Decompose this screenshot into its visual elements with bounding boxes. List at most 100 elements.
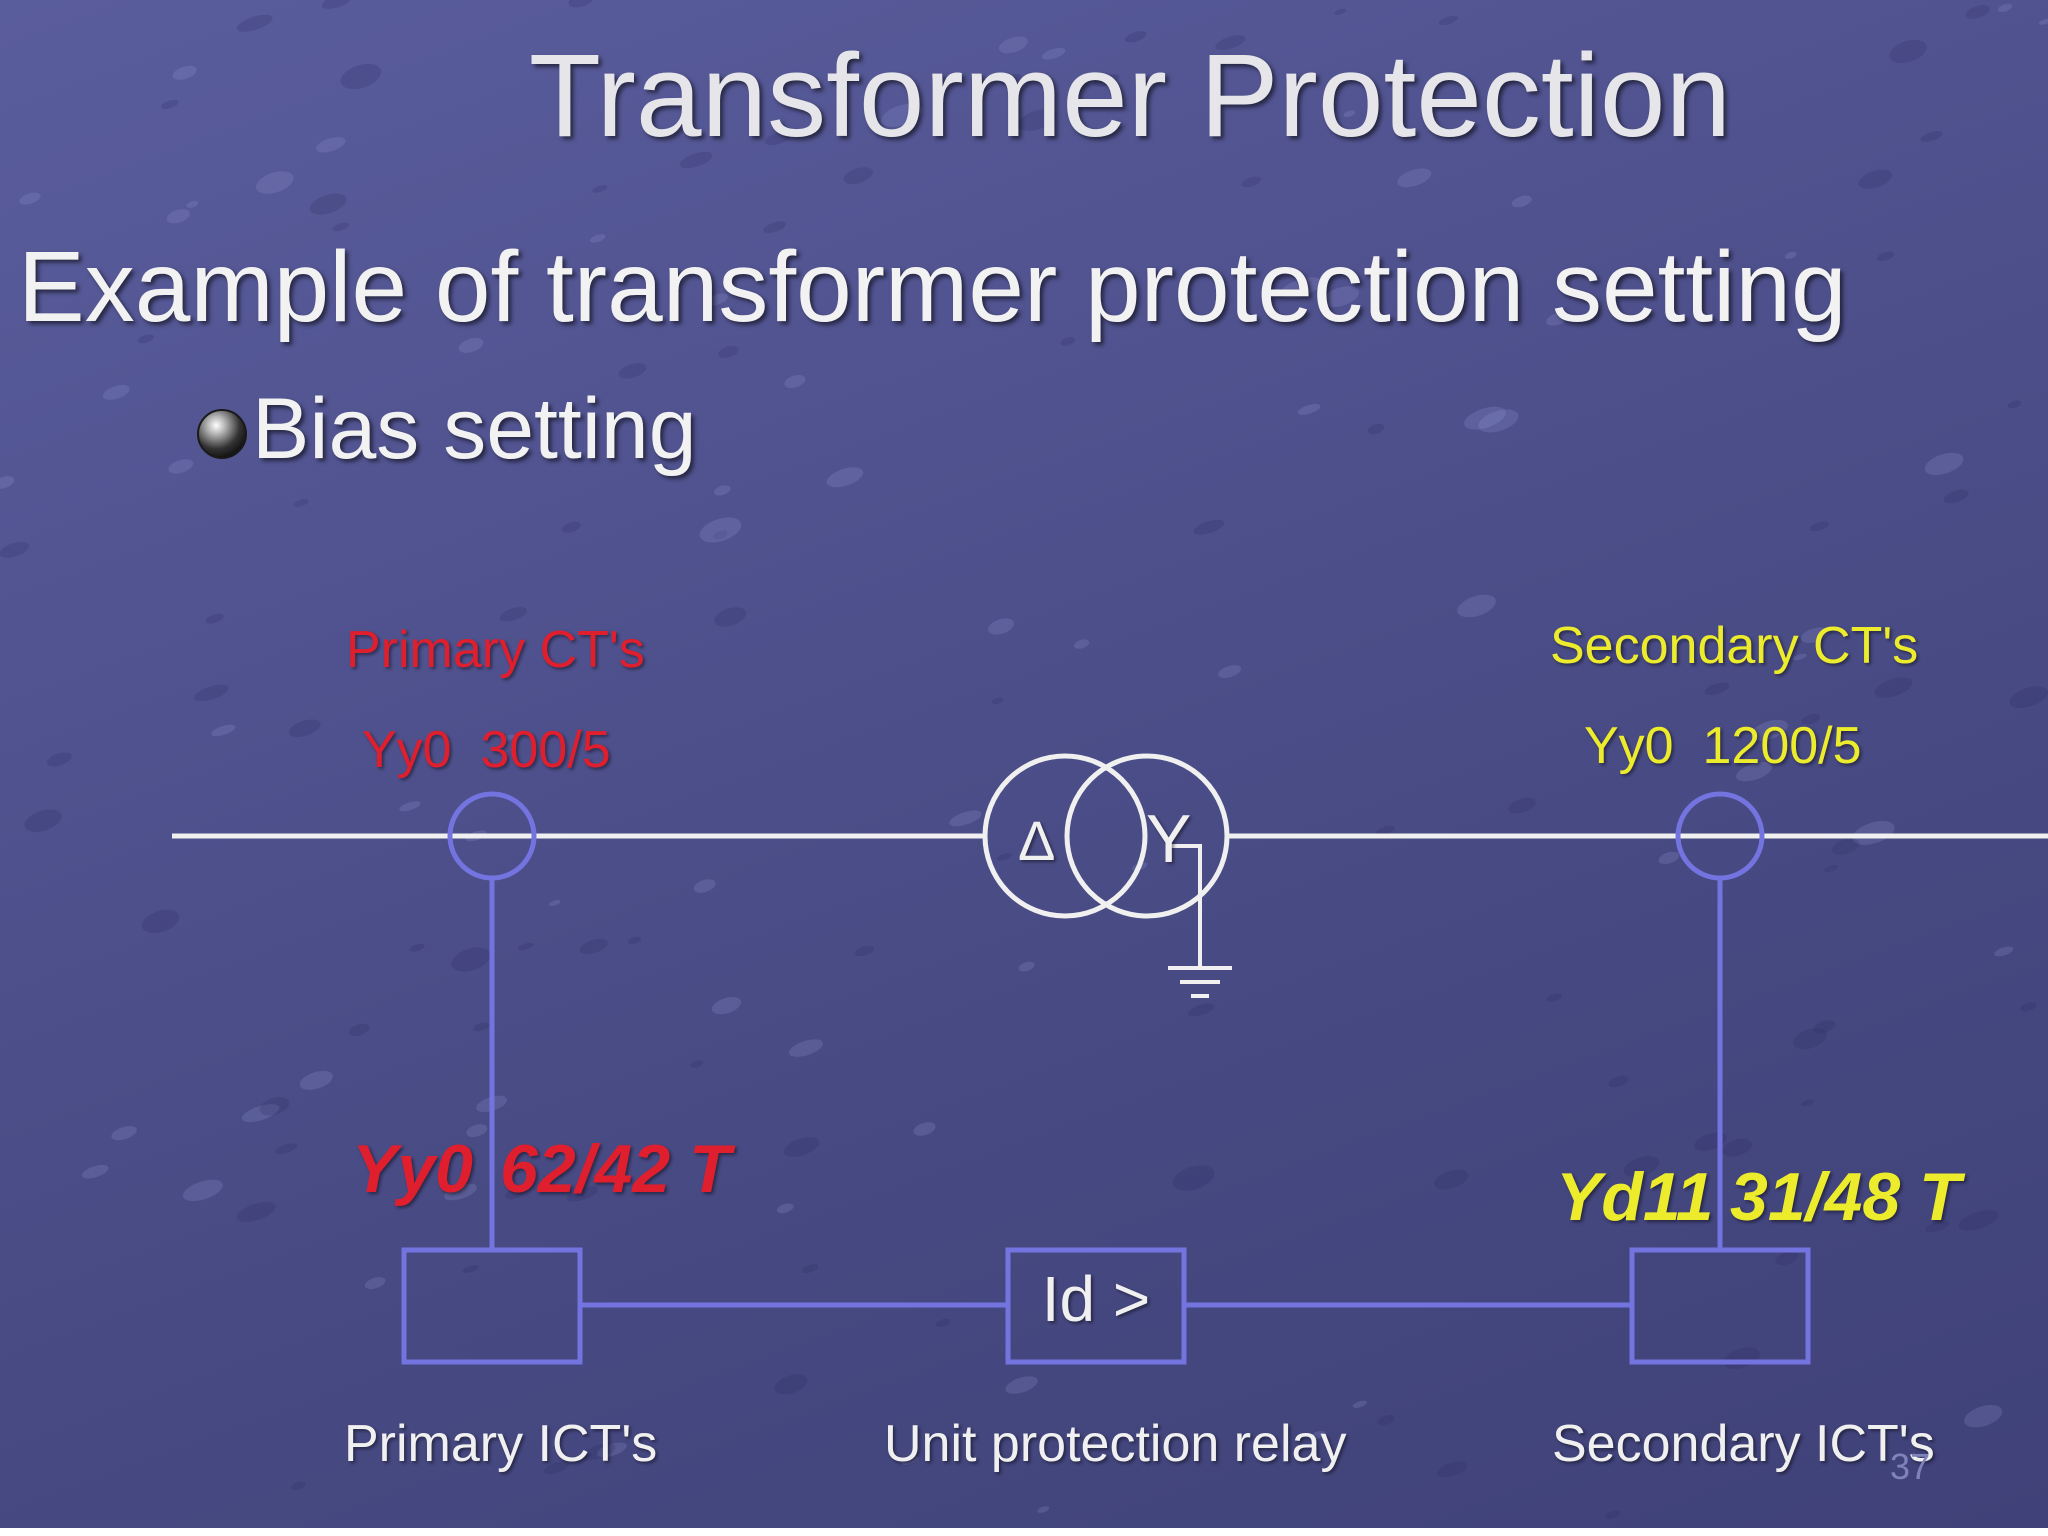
slide-title: Transformer Protection bbox=[528, 30, 1732, 162]
bullet-text: Bias setting bbox=[252, 381, 697, 477]
background-dot bbox=[137, 334, 154, 344]
background-dot bbox=[843, 167, 874, 185]
background-dot bbox=[706, 293, 729, 306]
background-dot bbox=[1073, 639, 1090, 649]
background-dot bbox=[714, 607, 747, 627]
background-dot bbox=[618, 363, 647, 379]
background-dot bbox=[1812, 1020, 1836, 1034]
background-dot bbox=[1943, 489, 1969, 504]
background-dot bbox=[182, 1179, 223, 1202]
background-dot bbox=[1005, 1376, 1038, 1394]
background-dot bbox=[1997, 3, 2013, 13]
background-dot bbox=[764, 131, 793, 146]
background-dot bbox=[1334, 8, 1347, 15]
background-dot bbox=[690, 1060, 703, 1068]
background-dot bbox=[1722, 1138, 1752, 1157]
background-dot bbox=[274, 1143, 298, 1154]
background-dot bbox=[1187, 1003, 1215, 1017]
background-dot bbox=[102, 384, 130, 400]
background-dot bbox=[1172, 1165, 1215, 1191]
background-dot bbox=[0, 476, 15, 489]
secondary-ct-title: Secondary CT's bbox=[1550, 617, 1919, 675]
background-dot bbox=[1920, 131, 1943, 142]
background-dot bbox=[1852, 820, 1895, 845]
delta-winding-label: Δ bbox=[1018, 809, 1056, 872]
background-dot bbox=[544, 1461, 570, 1474]
background-dot bbox=[998, 36, 1028, 54]
background-dot bbox=[141, 909, 180, 934]
background-dot bbox=[451, 947, 491, 972]
background-dot bbox=[826, 467, 864, 488]
transformer-primary-winding bbox=[982, 753, 1148, 919]
background-dot bbox=[1438, 15, 1458, 26]
background-dot bbox=[987, 618, 1015, 635]
background-dot bbox=[340, 63, 382, 90]
wye-winding-label: Y bbox=[1146, 801, 1192, 877]
background-dot bbox=[783, 1137, 820, 1157]
background-dot bbox=[562, 521, 581, 533]
background-dot bbox=[473, 1022, 490, 1032]
secondary-ict-vector-group: Yd11 bbox=[1556, 1159, 1714, 1235]
background-dot bbox=[1508, 797, 1536, 814]
neutral-connection bbox=[1170, 844, 1202, 966]
background-dot bbox=[1793, 653, 1807, 661]
background-dot bbox=[1658, 851, 1680, 865]
background-dot bbox=[462, 1265, 480, 1274]
background-dot bbox=[315, 137, 346, 153]
background-dot bbox=[259, 1096, 290, 1116]
background-dot bbox=[166, 209, 190, 224]
background-dot bbox=[763, 221, 786, 233]
background-dot bbox=[1751, 719, 1788, 741]
background-dot bbox=[168, 459, 194, 474]
background-dot bbox=[2007, 400, 2022, 409]
secondary-ict-label: Secondary ICT's bbox=[1552, 1415, 1935, 1473]
background-dot bbox=[1964, 1404, 2003, 1428]
background-dot bbox=[1925, 1220, 1950, 1233]
background-dot bbox=[2038, 18, 2048, 25]
background-dot bbox=[161, 100, 179, 109]
background-dot bbox=[211, 724, 236, 737]
primary-ict-box bbox=[401, 1247, 583, 1365]
background-dot bbox=[1924, 452, 1964, 476]
background-dot bbox=[236, 1201, 276, 1223]
background-dot bbox=[1775, 1251, 1799, 1266]
background-dot bbox=[776, 1203, 794, 1214]
background-dot bbox=[236, 14, 273, 32]
background-dot bbox=[1017, 109, 1057, 131]
secondary-ict-box bbox=[1629, 1247, 1811, 1365]
background-dot bbox=[466, 1124, 488, 1138]
transformer-secondary-winding bbox=[1064, 753, 1230, 919]
background-dot bbox=[1060, 337, 1076, 346]
background-dot bbox=[1793, 1028, 1828, 1050]
background-dot bbox=[172, 65, 197, 80]
background-dot bbox=[1800, 1099, 1814, 1107]
background-dot bbox=[194, 684, 229, 702]
background-dot bbox=[241, 1104, 280, 1123]
background-dot bbox=[1457, 594, 1496, 618]
background-dot bbox=[24, 809, 62, 832]
background-dot bbox=[996, 853, 1012, 861]
background-dot bbox=[309, 193, 347, 215]
relay-label: Unit protection relay bbox=[884, 1415, 1347, 1473]
background-dot bbox=[46, 752, 72, 767]
background-dot bbox=[913, 1122, 936, 1136]
secondary-ict-ratio: 31/48 T bbox=[1730, 1159, 1961, 1235]
background-dot bbox=[589, 234, 606, 243]
background-dot bbox=[1800, 627, 1828, 643]
primary-ict-vector-group: Yy0 bbox=[352, 1131, 473, 1207]
background-dot bbox=[1511, 195, 1532, 208]
background-dot bbox=[1546, 993, 1563, 1002]
background-dot bbox=[332, 222, 349, 232]
background-dot bbox=[1784, 251, 1797, 259]
background-dot bbox=[679, 151, 713, 169]
background-dot bbox=[1736, 762, 1773, 782]
background-dot bbox=[1093, 74, 1120, 87]
background-dot bbox=[1546, 312, 1569, 326]
background-dot bbox=[288, 719, 321, 738]
primary-ict-label: Primary ICT's bbox=[344, 1415, 658, 1473]
background-dot bbox=[291, 1481, 306, 1491]
background-dot bbox=[2009, 686, 2048, 708]
background-dot bbox=[499, 607, 527, 622]
background-dot bbox=[1352, 1400, 1367, 1408]
background-dot bbox=[321, 0, 353, 9]
